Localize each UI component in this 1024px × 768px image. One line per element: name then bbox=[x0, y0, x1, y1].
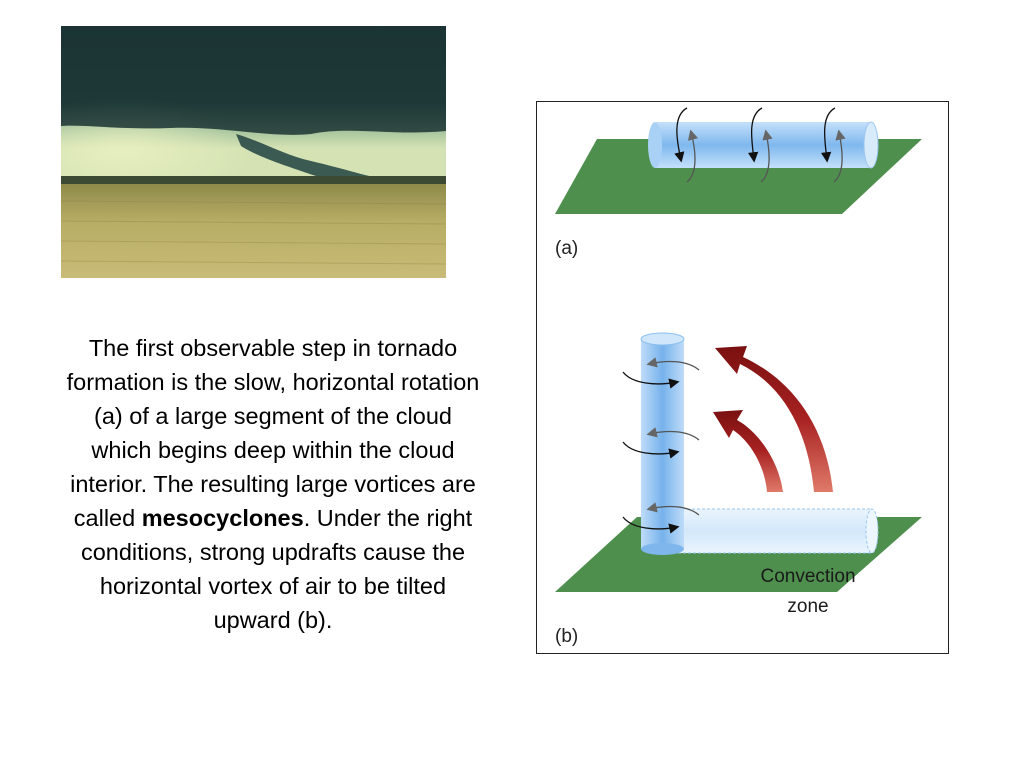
label-a: (a) bbox=[555, 238, 579, 259]
vertical-vortex-tube-b bbox=[640, 332, 685, 555]
storm-photo bbox=[61, 26, 446, 278]
convection-zone-label: Convection zone bbox=[743, 562, 873, 622]
convection-zone-line2: zone bbox=[787, 596, 829, 617]
caption-part1: The first observable step in tornado for… bbox=[66, 335, 480, 531]
updraft-arrow-large bbox=[715, 346, 833, 492]
horizontal-vortex-tube-a bbox=[648, 121, 879, 169]
updraft-arrow-small bbox=[713, 410, 783, 492]
caption-text: The first observable step in tornado for… bbox=[66, 331, 480, 637]
horizontal-vortex-tube-b bbox=[676, 508, 879, 554]
tornado-formation-diagram: (a) (b) Convection zone bbox=[536, 101, 949, 654]
convection-zone-line1: Convection bbox=[760, 566, 856, 587]
diagram-graphic bbox=[555, 107, 922, 592]
label-b: (b) bbox=[555, 626, 579, 647]
caption-part2: . Under the right conditions, strong upd… bbox=[80, 505, 473, 633]
caption-bold-term: mesocyclones bbox=[141, 505, 304, 531]
